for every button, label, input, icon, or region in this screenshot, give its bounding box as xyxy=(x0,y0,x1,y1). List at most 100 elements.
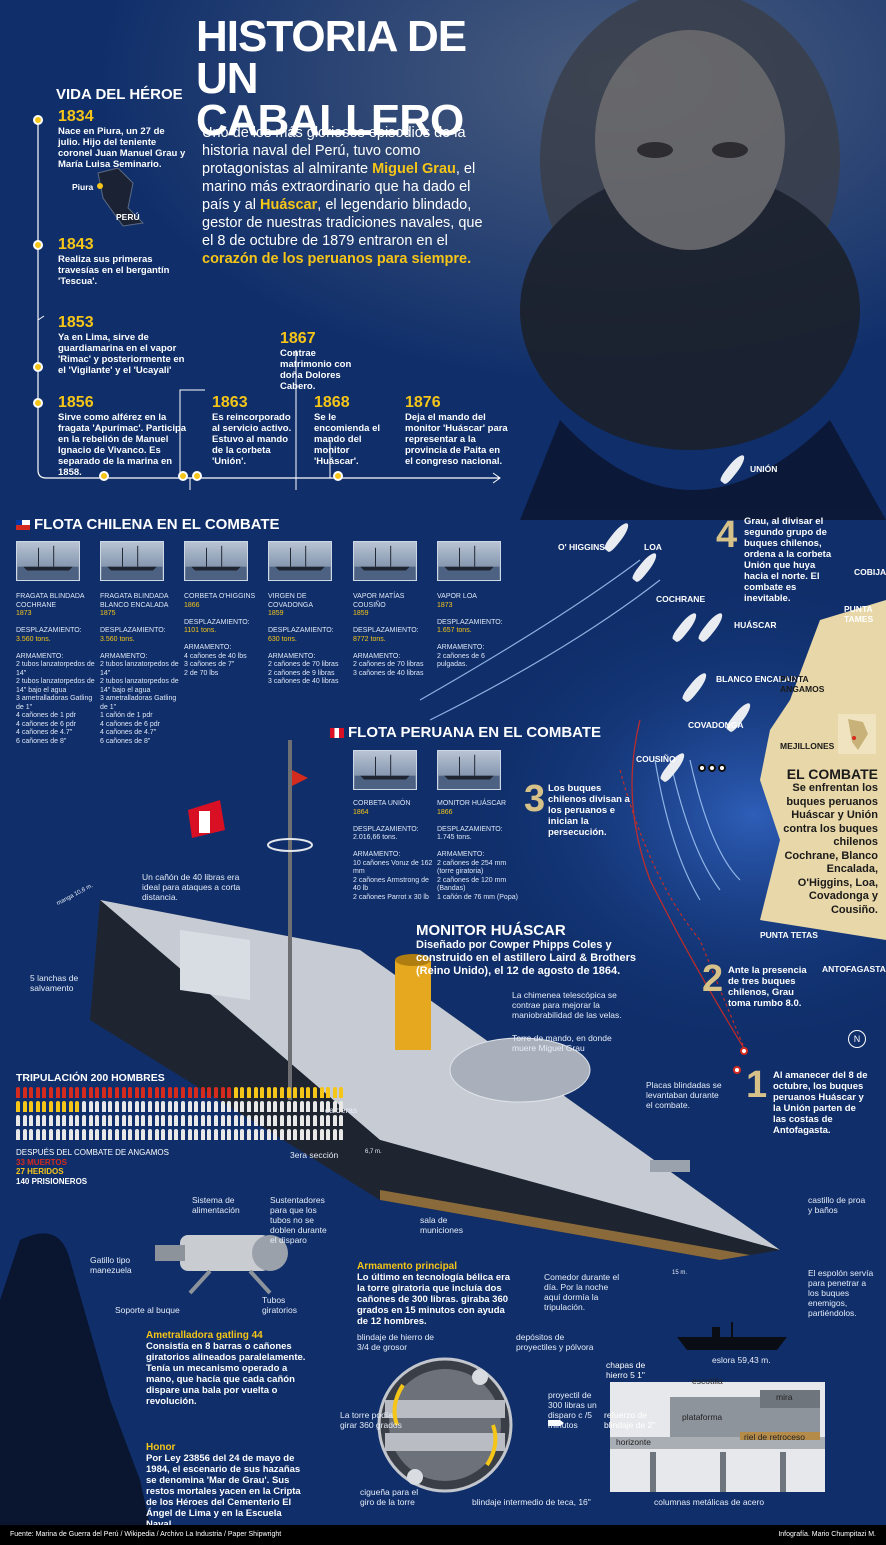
crew-person-icon xyxy=(141,1115,146,1126)
crew-person-icon xyxy=(253,1087,258,1098)
event-year: 1843 xyxy=(58,236,94,253)
crew-person-icon xyxy=(194,1101,199,1112)
arm-item: 2 tubos lanzatorpedos de 14" xyxy=(100,661,179,677)
timeline-dot-1834 xyxy=(33,115,43,125)
crew-person-icon xyxy=(280,1115,284,1126)
statue-silhouette xyxy=(0,1233,150,1525)
torre-refuerzo: refuerzo de blindaje de 2" xyxy=(604,1410,656,1430)
crew-person-icon xyxy=(319,1101,324,1112)
arm-item: 2 tubos lanzatorpedos de 14" xyxy=(16,661,95,677)
chile-ship-photo xyxy=(437,541,501,581)
arm-label: ARMAMENTO: xyxy=(184,644,232,651)
vida-heading: VIDA DEL HÉROE xyxy=(56,86,183,103)
peru-ship-photo xyxy=(353,750,417,790)
crew-person-icon xyxy=(227,1129,232,1140)
crew-person-icon xyxy=(187,1115,192,1126)
event-1868: 1868 Se le encomienda el mando del monit… xyxy=(314,394,394,467)
title-line-2: UN CABALLERO xyxy=(196,54,464,145)
crew-person-icon xyxy=(299,1087,304,1098)
crew-person-icon xyxy=(88,1087,93,1098)
crew-person-icon xyxy=(299,1129,304,1140)
step-4-text: Grau, al divisar el segundo grupo de buq… xyxy=(744,516,832,604)
crew-person-icon xyxy=(161,1115,166,1126)
crew-person-icon xyxy=(101,1101,106,1112)
arm-label: ARMAMENTO: xyxy=(268,652,316,660)
arm-label: ARMAMENTO: xyxy=(437,644,485,651)
crew-person-icon xyxy=(293,1115,298,1126)
torre-horizonte: horizonte xyxy=(616,1437,651,1447)
label-sala: sala de municiones xyxy=(420,1215,463,1235)
arm-label: ARMAMENTO: xyxy=(100,652,148,660)
timeline-dot-b xyxy=(178,471,188,481)
crew-person-icon xyxy=(306,1115,311,1126)
label-espolon: El espolón servía para penetrar a los bu… xyxy=(808,1268,874,1318)
label-eslora: eslora 59,43 m. xyxy=(712,1355,771,1365)
arm-item: 6 cañones de 8" xyxy=(16,737,67,745)
event-year: 1834 xyxy=(58,108,94,125)
event-text: Ya en Lima, sirve de guardiamarina en el… xyxy=(58,332,185,376)
chile-ship-photo xyxy=(100,541,164,581)
crew-person-icon xyxy=(174,1129,179,1140)
crew-person-icon xyxy=(75,1087,80,1098)
crew-person-icon xyxy=(286,1087,291,1098)
crew-person-icon xyxy=(49,1101,53,1112)
crew-person-icon xyxy=(181,1087,185,1098)
crew-person-icon xyxy=(313,1115,317,1126)
crew-person-icon xyxy=(220,1115,225,1126)
label-lanchas: 5 lanchas de salvamento xyxy=(30,973,79,993)
monitor-title: MONITOR HUÁSCAR xyxy=(416,922,566,939)
arm-label: ARMAMENTO: xyxy=(353,652,401,660)
ship-profile-small xyxy=(677,1322,787,1350)
placas-blindadas xyxy=(650,1160,690,1172)
timeline-dot-d xyxy=(333,471,343,481)
ship-disp: 3.560 tons. xyxy=(100,635,135,643)
crew-person-icon xyxy=(141,1129,146,1140)
crew-person-icon xyxy=(280,1129,284,1140)
crew-person-icon xyxy=(187,1087,192,1098)
crew-person-icon xyxy=(227,1101,232,1112)
combate-block: EL COMBATE Se enfrentan los buques perua… xyxy=(782,766,878,917)
arm-item: 2 cañones de 6 pulgadas. xyxy=(437,652,485,669)
place-tames: PUNTA TAMES xyxy=(844,604,874,624)
crew-person-icon xyxy=(154,1101,159,1112)
crew-person-icon xyxy=(134,1129,139,1140)
crew-person-icon xyxy=(82,1129,86,1140)
crew-person-icon xyxy=(95,1087,100,1098)
crew-person-icon xyxy=(200,1129,205,1140)
tripulacion-stats: DESPUÉS DEL COMBATE DE ANGAMOS 33 MUERTO… xyxy=(16,1148,169,1186)
ship-disp: 2.016,66 tons. xyxy=(353,834,398,841)
torre-depositos: depósitos de proyectiles y pólvora xyxy=(516,1332,594,1352)
event-year: 1867 xyxy=(280,330,316,347)
crew-person-icon xyxy=(134,1101,139,1112)
step-1-number: 1 xyxy=(746,1064,768,1106)
title-line-1: HISTORIA DE xyxy=(196,12,467,61)
crew-person-icon xyxy=(29,1129,34,1140)
gatling-block: Ametralladora gatling 44 Consistía en 8 … xyxy=(146,1330,311,1407)
label-dim15: 15 m. xyxy=(672,1270,688,1276)
crew-person-icon xyxy=(227,1115,232,1126)
arm-label: ARMAMENTO: xyxy=(437,851,485,858)
crew-person-icon xyxy=(233,1101,238,1112)
ship-year: 1866 xyxy=(437,808,453,816)
intro-text-3: , el legendario blindado, gestor de nues… xyxy=(202,197,483,249)
peru-ship-photo xyxy=(437,750,501,790)
torre-blindaje-teca: blindaje intermedio de teca, 16" xyxy=(472,1497,591,1507)
crew-person-icon xyxy=(253,1129,258,1140)
crew-person-icon xyxy=(22,1101,27,1112)
place-angamos: PUNTA ANGAMOS xyxy=(780,674,825,694)
timeline-dot-c xyxy=(192,471,202,481)
combat-ship-label-blanco: BLANCO ENCALADA xyxy=(716,674,803,684)
arm-label: ARMAMENTO: xyxy=(16,652,64,660)
peru-map xyxy=(97,168,145,227)
crew-person-icon xyxy=(101,1115,106,1126)
crew-person-icon xyxy=(240,1087,245,1098)
armamento-title: Armamento principal xyxy=(357,1261,458,1272)
event-year: 1856 xyxy=(58,394,94,411)
monitor-subtitle: Diseñado por Cowper Phipps Coles y const… xyxy=(416,939,637,977)
arm-item: 4 cañones de 40 lbs xyxy=(184,652,247,660)
crew-person-icon xyxy=(128,1087,133,1098)
crew-person-icon xyxy=(273,1115,278,1126)
